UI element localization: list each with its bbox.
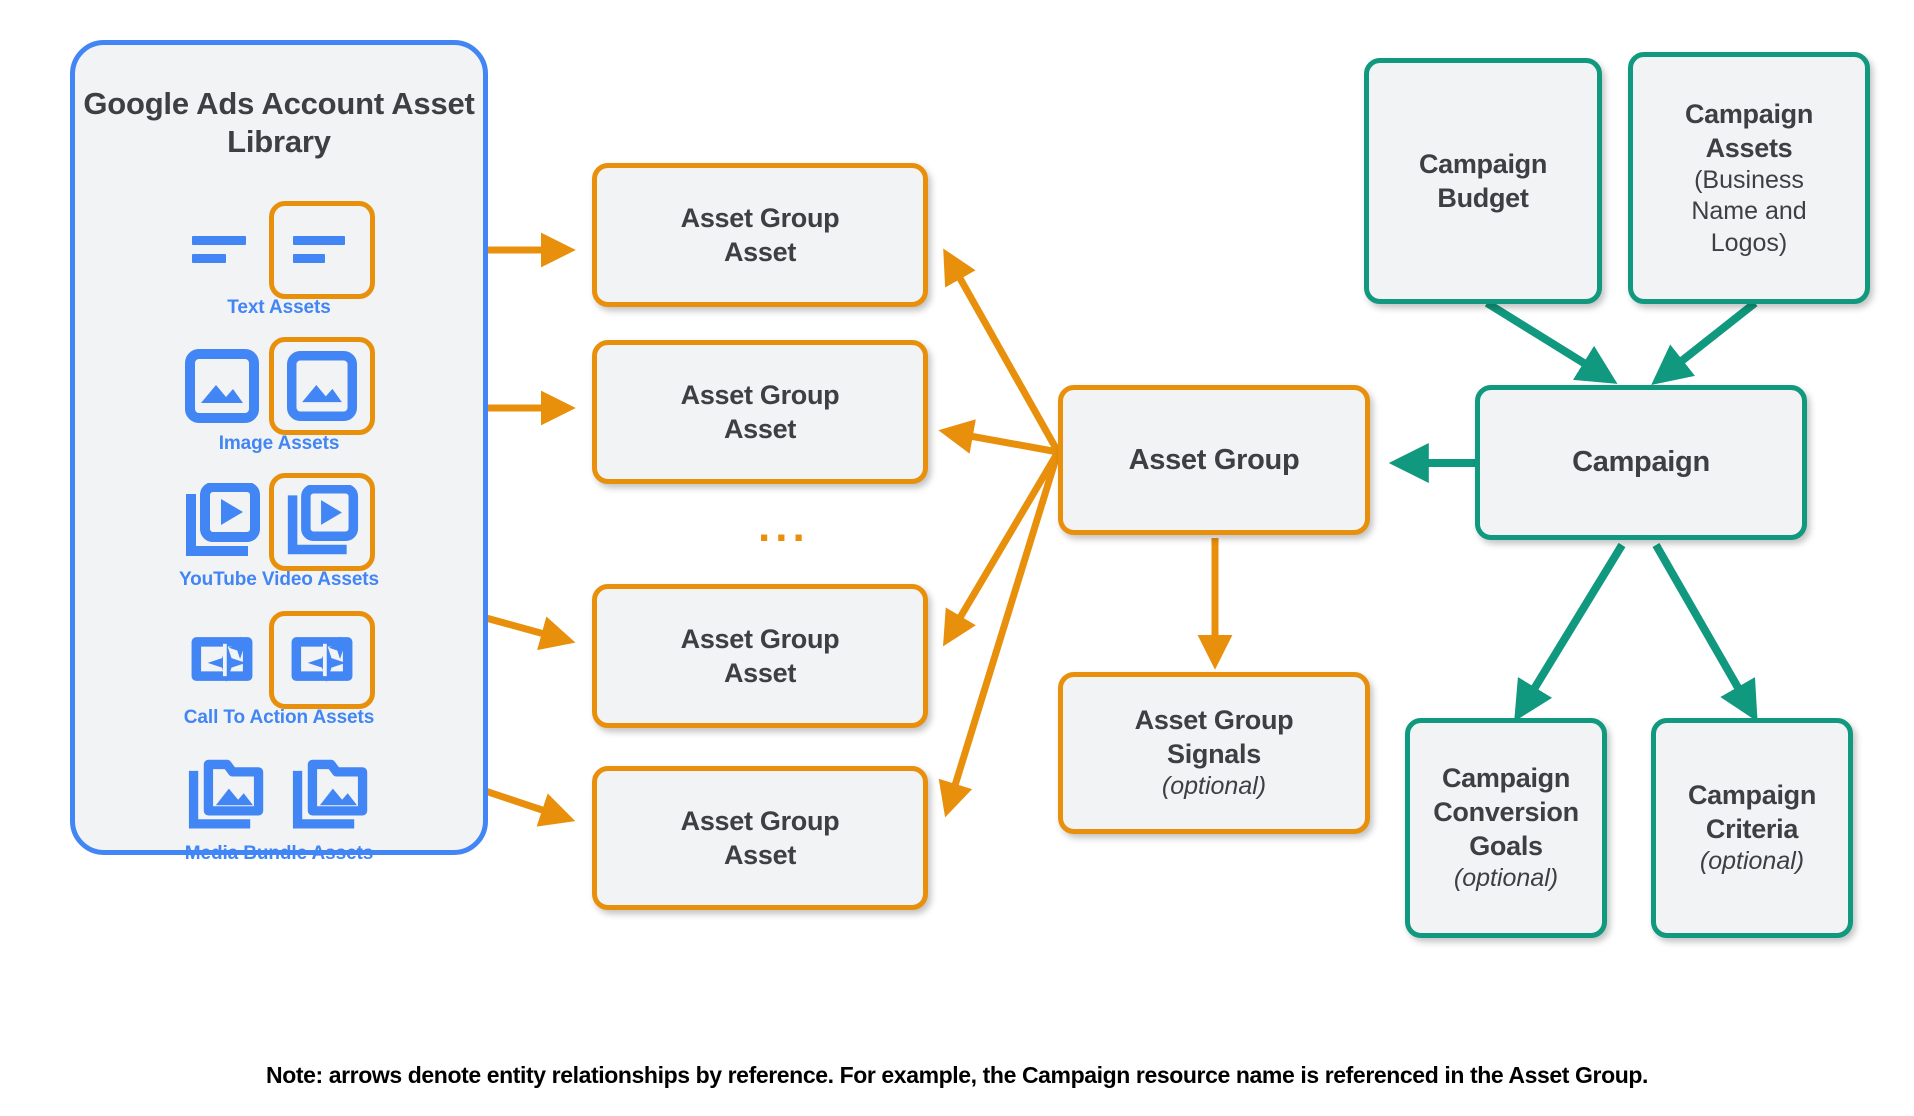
call-to-action-asset-icon-selected[interactable] bbox=[269, 611, 375, 709]
library-item-label: Image Assets bbox=[218, 433, 340, 454]
node-title: Campaign Criteria bbox=[1687, 780, 1817, 845]
library-item-label: Media Bundle Assets bbox=[184, 843, 374, 864]
asset-group-signals-node[interactable]: Asset Group Signals (optional) bbox=[1058, 672, 1370, 834]
library-item-cta-assets[interactable]: Call To Action Assets bbox=[75, 611, 483, 729]
text-asset-icon-selected[interactable] bbox=[269, 201, 375, 299]
edge-campaign-to-criteria bbox=[1652, 543, 1758, 722]
library-item-image-assets[interactable]: Image Assets bbox=[75, 337, 483, 455]
node-title: Campaign Assets bbox=[1684, 98, 1814, 163]
asset-group-asset-box[interactable]: Asset Group Asset bbox=[592, 766, 928, 910]
edge-campaign-to-conversion-goals bbox=[1514, 542, 1626, 722]
campaign-budget-node[interactable]: Campaign Budget bbox=[1364, 58, 1602, 304]
library-title: Google Ads Account Asset Library bbox=[83, 86, 475, 160]
library-item-video-assets[interactable]: YouTube Video Assets bbox=[75, 473, 483, 591]
asset-group-node[interactable]: Asset Group bbox=[1058, 385, 1370, 535]
edge-ag-to-aga3 bbox=[943, 450, 1062, 647]
footer-note: Note: arrows denote entity relationships… bbox=[265, 1062, 1649, 1088]
media-bundle-asset-icon bbox=[188, 757, 266, 835]
video-asset-icon bbox=[183, 483, 261, 561]
node-subtitle: (Business Name and Logos) bbox=[1691, 165, 1807, 257]
asset-group-asset-box[interactable]: Asset Group Asset bbox=[592, 340, 928, 484]
image-asset-icon-selected[interactable] bbox=[269, 337, 375, 435]
campaign-conversion-goals-node[interactable]: Campaign Conversion Goals (optional) bbox=[1405, 718, 1607, 938]
library-item-text-assets[interactable]: Text Assets bbox=[75, 201, 483, 319]
node-title: Asset Group Asset bbox=[680, 623, 840, 688]
library-item-label: YouTube Video Assets bbox=[178, 569, 379, 590]
edge-campaign-assets-to-campaign bbox=[1651, 299, 1758, 385]
node-title: Asset Group bbox=[1128, 443, 1300, 476]
campaign-node[interactable]: Campaign bbox=[1475, 385, 1807, 540]
node-title: Asset Group Asset bbox=[680, 379, 840, 444]
asset-group-asset-box[interactable]: Asset Group Asset bbox=[592, 584, 928, 728]
asset-library-panel: Google Ads Account Asset Library Text bbox=[70, 40, 488, 864]
node-title: Campaign bbox=[1572, 446, 1710, 479]
ellipsis-separator: ... bbox=[758, 502, 810, 551]
edge-ag-to-aga1 bbox=[943, 248, 1062, 454]
node-title: Asset Group Asset bbox=[680, 202, 840, 267]
library-item-label: Text Assets bbox=[227, 297, 331, 318]
campaign-criteria-node[interactable]: Campaign Criteria (optional) bbox=[1651, 718, 1853, 938]
campaign-assets-node[interactable]: Campaign Assets (Business Name and Logos… bbox=[1628, 52, 1870, 304]
text-asset-icon bbox=[183, 211, 261, 289]
node-title: Asset Group Signals bbox=[1134, 705, 1294, 770]
node-subtitle: (optional) bbox=[1699, 847, 1805, 876]
node-subtitle: (optional) bbox=[1453, 864, 1559, 893]
node-title: Asset Group Asset bbox=[680, 805, 840, 870]
edge-ag-to-aga2 bbox=[938, 419, 1059, 456]
node-title: Campaign Conversion Goals bbox=[1433, 763, 1579, 862]
call-to-action-asset-icon bbox=[183, 621, 261, 699]
edge-budget-to-campaign bbox=[1484, 299, 1618, 384]
asset-group-asset-box[interactable]: Asset Group Asset bbox=[592, 163, 928, 307]
edge-ag-to-aga4 bbox=[938, 450, 1062, 818]
video-asset-icon-selected[interactable] bbox=[269, 473, 375, 571]
image-asset-icon bbox=[183, 347, 261, 425]
media-bundle-asset-icon bbox=[292, 757, 370, 835]
node-subtitle: (optional) bbox=[1161, 772, 1267, 801]
library-item-media-bundle-assets[interactable]: Media Bundle Assets bbox=[75, 751, 483, 865]
library-item-label: Call To Action Assets bbox=[183, 707, 375, 728]
node-title: Campaign Budget bbox=[1418, 148, 1548, 213]
